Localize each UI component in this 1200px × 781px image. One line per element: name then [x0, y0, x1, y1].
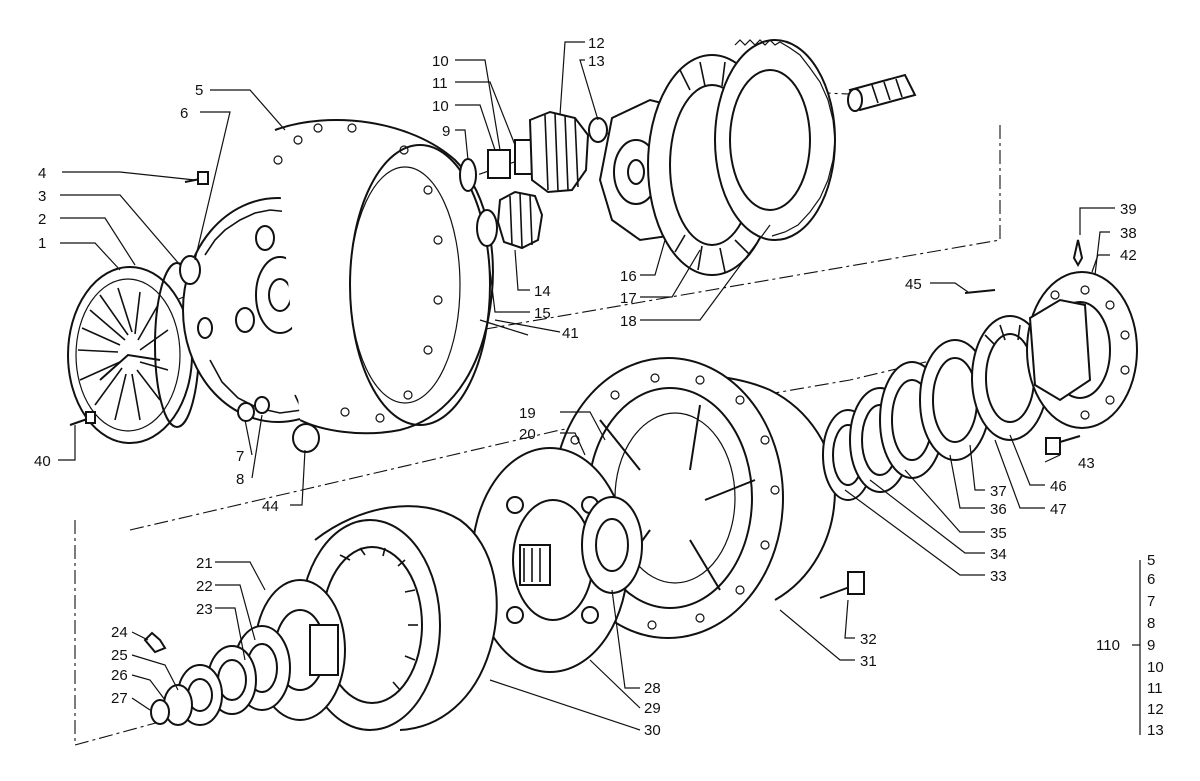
callout-16: 16	[620, 268, 637, 285]
part-hub-housing	[273, 119, 494, 435]
callout-36: 36	[990, 501, 1007, 518]
callout-33: 33	[990, 568, 1007, 585]
callout-22: 22	[196, 578, 213, 595]
callout-41: 41	[562, 325, 579, 342]
kit-item-9: 9	[1147, 637, 1155, 654]
part-front-cover	[67, 262, 200, 444]
callout-7: 7	[236, 448, 244, 465]
callout-37: 37	[990, 483, 1007, 500]
callout-24: 24	[111, 624, 128, 641]
callout-43: 43	[1078, 455, 1095, 472]
kit-list: 110 5 6 7 8 9 10 11 12 13	[1096, 552, 1164, 739]
callout-28: 28	[644, 680, 661, 697]
callout-34: 34	[990, 546, 1007, 563]
kit-item-5: 5	[1147, 552, 1155, 569]
kit-item-10: 10	[1147, 659, 1164, 676]
callout-46: 46	[1050, 478, 1067, 495]
part-sun-gear-disc	[471, 447, 643, 673]
part-ring-gear	[598, 39, 836, 276]
callout-8: 8	[236, 471, 244, 488]
kit-item-12: 12	[1147, 701, 1164, 718]
callout-11: 11	[432, 75, 448, 92]
callout-6: 6	[180, 105, 188, 122]
callout-40: 40	[34, 453, 51, 470]
callout-29: 29	[644, 700, 661, 717]
callout-47: 47	[1050, 501, 1067, 518]
callout-9: 9	[442, 123, 450, 140]
callout-25: 25	[111, 647, 128, 664]
callout-39: 39	[1120, 201, 1137, 218]
callout-26: 26	[111, 667, 128, 684]
callout-44: 44	[262, 498, 279, 515]
part-shaft	[847, 73, 917, 112]
callout-30: 30	[644, 722, 661, 739]
kit-item-11: 11	[1147, 680, 1163, 697]
part-planet-gears	[459, 110, 608, 250]
callout-42: 42	[1120, 247, 1137, 264]
callout-15: 15	[534, 305, 551, 322]
callout-12: 12	[588, 35, 605, 52]
callout-19: 19	[519, 405, 536, 422]
part-bearings	[822, 315, 1049, 501]
part-end-flange	[1026, 271, 1138, 429]
callout-18: 18	[620, 313, 637, 330]
callout-10b: 10	[432, 98, 449, 115]
callout-3: 3	[38, 188, 46, 205]
callout-38: 38	[1120, 225, 1137, 242]
part-front-bearing-group	[143, 579, 346, 726]
callout-1: 1	[38, 235, 46, 252]
callout-4: 4	[38, 165, 46, 182]
callout-23: 23	[196, 601, 213, 618]
callout-17: 17	[620, 290, 637, 307]
callout-2: 2	[38, 211, 46, 228]
kit-number: 110	[1096, 637, 1120, 654]
callout-5: 5	[195, 82, 203, 99]
callout-32: 32	[860, 631, 877, 648]
callout-10a: 10	[432, 53, 449, 70]
callout-14: 14	[534, 283, 551, 300]
kit-item-8: 8	[1147, 615, 1155, 632]
callout-45: 45	[905, 276, 922, 293]
kit-item-6: 6	[1147, 571, 1155, 588]
callout-31: 31	[860, 653, 877, 670]
kit-item-13: 13	[1147, 722, 1164, 739]
kit-item-7: 7	[1147, 593, 1155, 610]
callout-35: 35	[990, 525, 1007, 542]
part-wheel-bolt	[819, 571, 865, 599]
part-small-bolts	[69, 171, 1084, 455]
callout-labels: 1 2 3 4 5 6 7 8 9 10 11 10 12 13 14 15 1…	[34, 35, 1137, 739]
callout-20: 20	[519, 426, 536, 443]
leader-lines	[58, 41, 1141, 735]
callout-21: 21	[196, 555, 213, 572]
callout-27: 27	[111, 690, 128, 707]
callout-13: 13	[588, 53, 605, 70]
